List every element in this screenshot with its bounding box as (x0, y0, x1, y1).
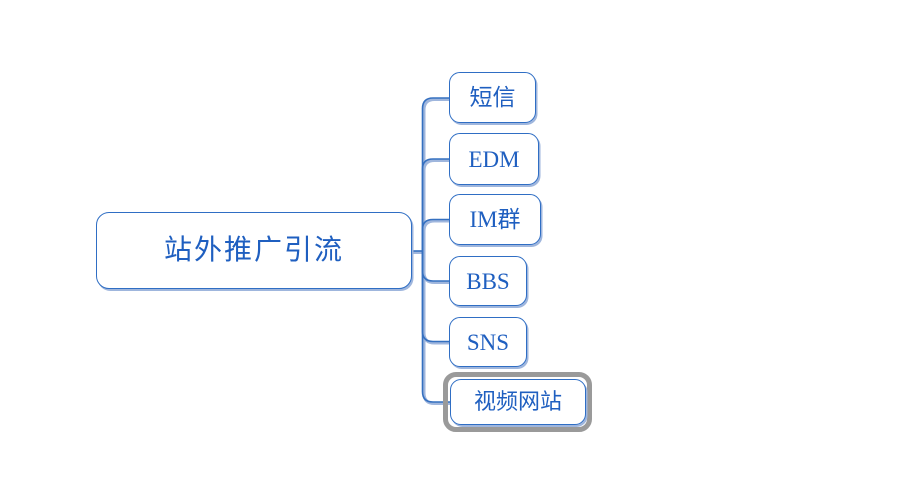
child-node-sms[interactable]: 短信 (449, 72, 536, 123)
connector-to-child-5 (421, 251, 449, 343)
child-node-im-group[interactable]: IM群 (449, 194, 541, 245)
child-node-sns[interactable]: SNS (449, 317, 527, 367)
root-node-label: 站外推广引流 (163, 234, 344, 266)
connector-to-child-3 (421, 218, 449, 251)
selection-frame (443, 372, 592, 432)
connector-to-child-4 (421, 251, 449, 282)
connector-to-child-1 (421, 97, 449, 251)
child-node-video-site[interactable]: 视频网站 (450, 379, 586, 425)
child-node-edm[interactable]: EDM (449, 133, 539, 185)
child-node-label: IM群 (469, 207, 521, 232)
child-node-label: 视频网站 (473, 389, 562, 414)
root-node[interactable]: 站外推广引流 (96, 212, 412, 289)
child-node-label: 短信 (469, 85, 516, 110)
child-node-bbs[interactable]: BBS (449, 256, 527, 306)
child-node-label: BBS (466, 268, 510, 294)
child-node-label: SNS (466, 329, 510, 355)
connector-to-child-2 (421, 158, 449, 251)
child-node-label: EDM (468, 146, 520, 172)
